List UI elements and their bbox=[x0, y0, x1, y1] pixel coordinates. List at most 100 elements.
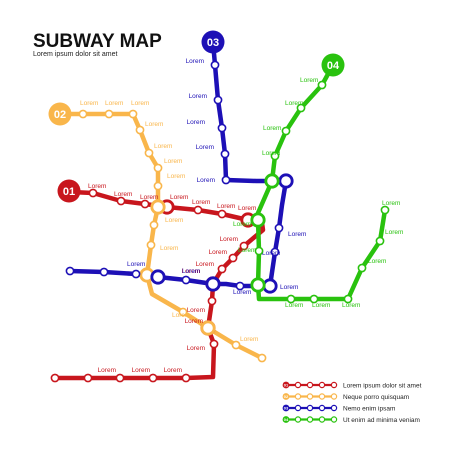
station-blue-4[interactable] bbox=[220, 149, 230, 159]
station-label-green-4: Lorem bbox=[262, 150, 280, 157]
station-orange-1[interactable] bbox=[78, 109, 88, 119]
station-orange-3[interactable] bbox=[128, 109, 138, 119]
station-red-1[interactable] bbox=[88, 188, 98, 198]
station-green-10[interactable] bbox=[357, 263, 367, 273]
line-02-badge-label: 02 bbox=[54, 109, 66, 121]
legend-label-04: Ut enim ad minima veniam bbox=[343, 417, 420, 424]
transfer-station-blue-1[interactable] bbox=[278, 173, 294, 189]
station-red-16[interactable] bbox=[148, 373, 158, 383]
station-red-14[interactable] bbox=[209, 339, 219, 349]
station-green-8[interactable] bbox=[309, 294, 319, 304]
station-green-7[interactable] bbox=[286, 294, 296, 304]
station-red-12[interactable] bbox=[207, 296, 217, 306]
line-paths bbox=[52, 39, 388, 381]
station-label-blue-9: Lorem bbox=[233, 289, 251, 296]
line-01-badge-label: 01 bbox=[63, 186, 75, 198]
station-green-2[interactable] bbox=[296, 103, 306, 113]
station-blue-7[interactable] bbox=[270, 247, 280, 257]
station-blue-6[interactable] bbox=[274, 223, 284, 233]
line-04-badge bbox=[321, 53, 345, 77]
station-blue-11[interactable] bbox=[131, 269, 141, 279]
station-label-red-14: Lorem bbox=[187, 345, 205, 352]
map-subtitle: Lorem ipsum dolor sit amet bbox=[33, 51, 117, 58]
station-label-blue-5: Lorem bbox=[197, 177, 215, 184]
station-label-red-16: Lorem bbox=[132, 367, 150, 374]
station-red-17[interactable] bbox=[115, 373, 125, 383]
station-orange-6[interactable] bbox=[153, 163, 163, 173]
line-04-badge-label: 04 bbox=[327, 60, 340, 72]
station-blue-1[interactable] bbox=[210, 60, 220, 70]
station-orange-12[interactable] bbox=[257, 353, 267, 363]
svg-text:01: 01 bbox=[284, 382, 289, 387]
station-label-green-11: Lorem bbox=[385, 229, 403, 236]
station-green-3[interactable] bbox=[281, 126, 291, 136]
station-blue-12[interactable] bbox=[99, 267, 109, 277]
transfer-station-green-3[interactable] bbox=[250, 277, 266, 293]
station-orange-9[interactable] bbox=[146, 240, 156, 250]
station-orange-5[interactable] bbox=[144, 148, 154, 158]
transfer-station-green-2[interactable] bbox=[250, 212, 266, 228]
station-orange-10[interactable] bbox=[178, 307, 188, 317]
station-blue-2[interactable] bbox=[213, 95, 223, 105]
transfer-station-blue-2[interactable] bbox=[262, 278, 278, 294]
station-label-red-10: Lorem bbox=[196, 261, 214, 268]
station-orange-11[interactable] bbox=[231, 340, 241, 350]
station-label-blue-10: Lorem bbox=[182, 268, 200, 275]
map-title: SUBWAY MAP bbox=[33, 31, 162, 52]
station-blue-3[interactable] bbox=[217, 123, 227, 133]
station-orange-8[interactable] bbox=[149, 220, 159, 230]
station-red-15[interactable] bbox=[181, 373, 191, 383]
station-label-blue-2: Lorem bbox=[189, 93, 207, 100]
transfer-station-orange-1[interactable] bbox=[150, 199, 166, 215]
svg-text:03: 03 bbox=[284, 405, 289, 410]
transfer-station-blue-4[interactable] bbox=[150, 269, 166, 285]
station-red-10[interactable] bbox=[217, 264, 227, 274]
station-orange-7[interactable] bbox=[153, 181, 163, 191]
station-blue-10[interactable] bbox=[181, 275, 191, 285]
station-orange-4[interactable] bbox=[135, 125, 145, 135]
station-label-blue-4: Lorem bbox=[196, 144, 214, 151]
station-label-orange-5: Lorem bbox=[154, 143, 172, 150]
station-label-green-2: Lorem bbox=[285, 100, 303, 107]
station-label-green-9: Lorem bbox=[342, 302, 360, 309]
station-green-11[interactable] bbox=[375, 236, 385, 246]
station-green-9[interactable] bbox=[343, 294, 353, 304]
line-03-badge bbox=[201, 30, 225, 54]
station-red-19[interactable] bbox=[50, 373, 60, 383]
station-blue-13[interactable] bbox=[65, 266, 75, 276]
station-red-8[interactable] bbox=[239, 241, 249, 251]
station-label-green-8: Lorem bbox=[312, 302, 330, 309]
station-red-5[interactable] bbox=[193, 205, 203, 215]
station-label-green-7: Lorem bbox=[285, 302, 303, 309]
station-green-1[interactable] bbox=[317, 80, 327, 90]
line-03-path bbox=[67, 39, 289, 289]
transfer-station-blue-3[interactable] bbox=[205, 276, 221, 292]
station-red-3[interactable] bbox=[140, 199, 150, 209]
station-green-4[interactable] bbox=[270, 151, 280, 161]
transfer-station-orange-3[interactable] bbox=[200, 320, 216, 336]
station-red-6[interactable] bbox=[217, 209, 227, 219]
transfer-station-green-1[interactable] bbox=[264, 173, 280, 189]
station-label-blue-1: Lorem bbox=[186, 58, 204, 65]
station-label-red-9: Lorem bbox=[209, 249, 227, 256]
station-label-green-12: Lorem bbox=[382, 200, 400, 207]
station-orange-2[interactable] bbox=[104, 109, 114, 119]
station-label-green-1: Lorem bbox=[300, 77, 318, 84]
station-blue-9[interactable] bbox=[235, 281, 245, 291]
station-label-blue-3: Lorem bbox=[187, 119, 205, 126]
station-red-2[interactable] bbox=[116, 196, 126, 206]
legend-label-01: Lorem ipsum dolor sit amet bbox=[343, 382, 422, 389]
station-green-12[interactable] bbox=[380, 205, 390, 215]
station-red-9[interactable] bbox=[228, 253, 238, 263]
station-red-18[interactable] bbox=[83, 373, 93, 383]
station-blue-5[interactable] bbox=[221, 175, 231, 185]
station-label-orange-1: Lorem bbox=[80, 100, 98, 107]
station-label-blue-11: Lorem bbox=[127, 261, 145, 268]
station-green-6[interactable] bbox=[254, 246, 264, 256]
station-label-red-11: Lorem bbox=[182, 268, 200, 275]
